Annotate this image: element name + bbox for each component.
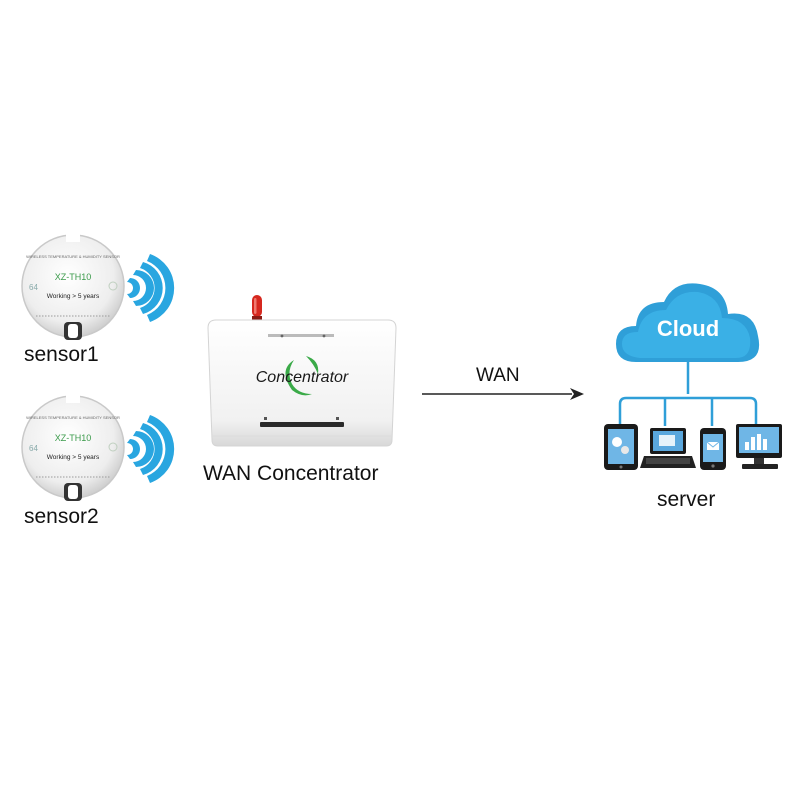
sensor-1: WIRELESS TEMPERATURE & HUMIDITY SENSOR X… <box>14 234 184 340</box>
sensor-1-model: XZ-TH10 <box>55 272 92 282</box>
concentrator-device-text: Concentrator <box>256 369 349 386</box>
wan-arrow <box>422 388 584 400</box>
sensor-2-battery-text: Working > 5 years <box>47 454 100 461</box>
sensor-2-side-mark: 64 <box>29 444 38 453</box>
wan-label: WAN <box>476 365 520 386</box>
sensor-1-battery-text: Working > 5 years <box>47 293 100 300</box>
cloud-network-diagram: Cloud <box>604 283 782 470</box>
cloud-server: Cloud <box>590 262 790 482</box>
laptop-icon <box>640 428 696 468</box>
sensor-2-model: XZ-TH10 <box>55 433 92 443</box>
wireless-signal-icon <box>127 254 175 322</box>
wireless-signal-icon <box>127 415 175 483</box>
logo-swoosh-icon <box>285 360 312 396</box>
tablet-icon <box>604 424 638 470</box>
concentrator-device: Concentrator <box>207 295 397 447</box>
antenna-icon <box>252 295 262 322</box>
sensor-2-ring-text: WIRELESS TEMPERATURE & HUMIDITY SENSOR <box>26 415 120 420</box>
desktop-icon <box>736 424 782 469</box>
sensor-2-device: WIRELESS TEMPERATURE & HUMIDITY SENSOR X… <box>21 395 175 501</box>
sensor-2-label: sensor2 <box>24 505 99 528</box>
sensor-2: WIRELESS TEMPERATURE & HUMIDITY SENSOR X… <box>14 395 184 501</box>
sensor-1-ring-text: WIRELESS TEMPERATURE & HUMIDITY SENSOR <box>26 254 120 259</box>
network-lines <box>618 362 758 426</box>
phone-icon <box>700 428 726 470</box>
server-caption: server <box>657 488 716 511</box>
sensor-1-side-mark: 64 <box>29 283 38 292</box>
sensor-1-device: WIRELESS TEMPERATURE & HUMIDITY SENSOR X… <box>21 234 175 340</box>
concentrator-caption: WAN Concentrator <box>203 462 379 485</box>
cloud-label: Cloud <box>657 316 719 341</box>
sensor-1-label: sensor1 <box>24 343 99 366</box>
concentrator: Concentrator <box>202 290 402 450</box>
cloud-icon <box>616 283 760 362</box>
